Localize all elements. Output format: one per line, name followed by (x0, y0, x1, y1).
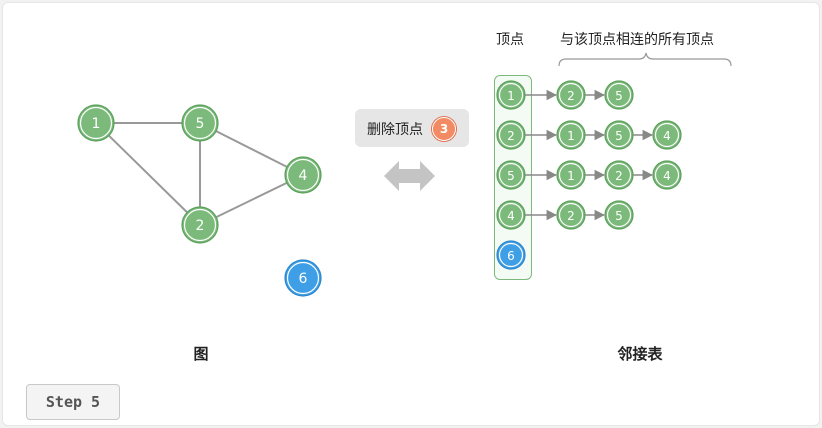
list-vertex-6-inner-ring (498, 242, 524, 268)
adjacency-list-diagram: 1 2 5 2 1 5 4 5 1 2 4 4 2 5 6 (496, 52, 732, 270)
list-neighbor-5-4-inner-ring (654, 162, 680, 188)
list-neighbor-4-5-label: 5 (615, 209, 623, 223)
list-neighbor-5-1-label: 1 (567, 169, 575, 183)
list-neighbor-5-2-label: 2 (615, 169, 623, 183)
list-neighbor-2-4: 4 (652, 120, 682, 150)
deleted-vertex-badge: 3 (432, 117, 456, 141)
graph-vertex-5-inner-ring (183, 106, 217, 140)
adjacency-row-4: 4 2 5 (496, 200, 634, 230)
graph-vertex-4-label: 4 (299, 168, 308, 184)
graph-vertex-1-label: 1 (92, 116, 101, 132)
adjacency-row-1: 1 2 5 (496, 80, 634, 110)
list-vertex-1-inner-ring (498, 82, 524, 108)
adjacency-row-6: 6 (496, 240, 526, 270)
list-neighbor-4-5-circle (604, 200, 634, 230)
list-neighbor-1-5-inner-ring (606, 82, 632, 108)
list-neighbor-2-1-inner-ring (558, 122, 584, 148)
list-neighbor-2-1-label: 1 (567, 129, 575, 143)
graph-vertex-5-circle (181, 104, 219, 142)
list-neighbor-5-4-label: 4 (663, 169, 671, 183)
graph-vertex-5: 5 (181, 104, 219, 142)
graph-vertex-6-circle (284, 259, 322, 297)
list-neighbor-5-1: 1 (556, 160, 586, 190)
transform-double-arrow (384, 161, 435, 191)
list-vertex-5-label: 5 (507, 169, 515, 183)
list-vertex-2-inner-ring (498, 122, 524, 148)
graph-vertex-2-label: 2 (196, 218, 205, 234)
operation-text: 删除顶点 (367, 122, 423, 138)
list-neighbor-2-4-circle (652, 120, 682, 150)
list-neighbor-1-5-label: 5 (615, 89, 623, 103)
list-neighbor-5-1-inner-ring (558, 162, 584, 188)
list-neighbor-4-2-label: 2 (567, 209, 575, 223)
list-vertex-5-inner-ring (498, 162, 524, 188)
step-indicator: Step 5 (26, 384, 120, 420)
edge-1-2 (95, 122, 201, 226)
graph-vertex-1: 1 (77, 104, 115, 142)
graph-vertex-2: 2 (181, 206, 219, 244)
list-neighbor-5-2-inner-ring (606, 162, 632, 188)
graph-vertex-1-circle (77, 104, 115, 142)
graph-vertex-5-label: 5 (196, 116, 205, 132)
list-vertex-4: 4 (496, 200, 526, 230)
edge-2-4 (199, 174, 304, 226)
graph-vertex-6-inner-ring (286, 261, 320, 295)
list-neighbor-2-5-label: 5 (615, 129, 623, 143)
list-neighbor-2-4-inner-ring (654, 122, 680, 148)
list-vertex-4-inner-ring (498, 202, 524, 228)
list-neighbor-1-5-circle (604, 80, 634, 110)
list-neighbor-1-2-inner-ring (558, 82, 584, 108)
neighbors-header: 与该顶点相连的所有顶点 (560, 32, 714, 48)
list-vertex-1: 1 (496, 80, 526, 110)
list-neighbor-4-2: 2 (556, 200, 586, 230)
list-neighbor-4-5-inner-ring (606, 202, 632, 228)
graph-vertex-2-circle (181, 206, 219, 244)
graph-vertex-4: 4 (284, 156, 322, 194)
vertex-column-header: 顶点 (496, 32, 524, 48)
adjacency-list-caption: 邻接表 (617, 345, 663, 363)
list-neighbor-4-5: 5 (604, 200, 634, 230)
list-vertex-5: 5 (496, 160, 526, 190)
list-vertex-6-circle (496, 240, 526, 270)
list-vertex-1-label: 1 (507, 89, 515, 103)
adjacency-row-5: 5 1 2 4 (496, 160, 682, 190)
graph-vertex-1-inner-ring (79, 106, 113, 140)
list-neighbor-1-2: 2 (556, 80, 586, 110)
list-neighbor-1-5: 5 (604, 80, 634, 110)
graph-vertex-6-label: 6 (299, 271, 308, 287)
edge-5-4 (199, 122, 304, 176)
list-neighbor-2-5: 5 (604, 120, 634, 150)
list-vertex-6: 6 (496, 240, 526, 270)
graph-vertex-6: 6 (284, 259, 322, 297)
list-neighbor-5-4: 4 (652, 160, 682, 190)
list-neighbor-2-4-label: 4 (663, 129, 671, 143)
graph-vertex-4-inner-ring (286, 158, 320, 192)
list-neighbor-1-2-label: 2 (567, 89, 575, 103)
list-neighbor-2-1: 1 (556, 120, 586, 150)
graph-vertex-4-circle (284, 156, 322, 194)
list-vertex-2-label: 2 (507, 129, 515, 143)
list-vertex-6-label: 6 (507, 249, 515, 263)
list-neighbor-2-5-inner-ring (606, 122, 632, 148)
graph-diagram: 1 5 4 2 6 (77, 104, 435, 297)
delete-vertex-label: 删除顶点 3 (355, 109, 469, 147)
graph-caption: 图 (193, 345, 209, 363)
list-neighbor-5-2: 2 (604, 160, 634, 190)
neighbors-brace (558, 52, 732, 67)
list-vertex-4-label: 4 (507, 209, 515, 223)
adjacency-row-2: 2 1 5 4 (496, 120, 682, 150)
list-neighbor-4-2-inner-ring (558, 202, 584, 228)
list-vertex-2: 2 (496, 120, 526, 150)
list-neighbor-5-4-circle (652, 160, 682, 190)
graph-vertex-2-inner-ring (183, 208, 217, 242)
